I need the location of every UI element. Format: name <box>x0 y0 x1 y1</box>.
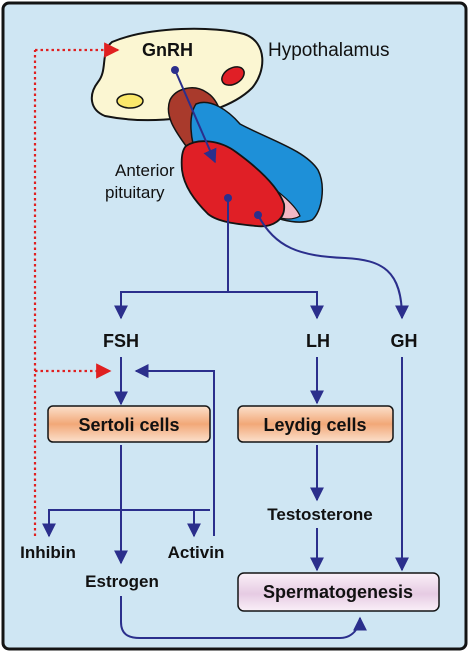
lh-label: LH <box>306 331 330 351</box>
estrogen-label: Estrogen <box>85 572 159 591</box>
gnrh-to-pituitary-arrow <box>174 69 217 164</box>
trunk-to-fsh-arrow <box>114 291 228 320</box>
hypothalamus-label: Hypothalamus <box>268 40 389 61</box>
hypothalamus-nucleus-yellow <box>116 93 144 109</box>
connector-lines <box>42 198 409 639</box>
testosterone-label: Testosterone <box>267 505 373 524</box>
hypothalamus-nucleus-red <box>221 66 245 86</box>
estrogen-to-spermatogenesis-arrow <box>120 596 367 639</box>
activin-feedback-arrow <box>134 364 215 536</box>
pituitary-to-gh-arrow <box>257 214 409 320</box>
anterior-pituitary-label-line1: Anterior <box>115 161 175 180</box>
leydig-cells-label: Leydig cells <box>263 415 366 435</box>
gnrh-label: GnRH <box>142 40 193 60</box>
trunk-to-lh-arrow <box>228 291 324 320</box>
gh-label: GH <box>391 331 418 351</box>
sertoli-cells-label: Sertoli cells <box>78 415 179 435</box>
activin-label: Activin <box>168 543 225 562</box>
leydig-cells-box <box>237 405 394 443</box>
spermatogenesis-box <box>237 572 440 612</box>
spermatogenesis-label: Spermatogenesis <box>263 582 413 602</box>
branch-to-inhibin-arrow <box>42 509 121 538</box>
inhibin-label: Inhibin <box>20 543 76 562</box>
sertoli-cells-box <box>47 405 211 443</box>
inhibitory-feedback-lines <box>33 42 120 536</box>
anterior-pituitary-label-line2: pituitary <box>105 183 165 202</box>
fsh-label: FSH <box>103 331 139 351</box>
